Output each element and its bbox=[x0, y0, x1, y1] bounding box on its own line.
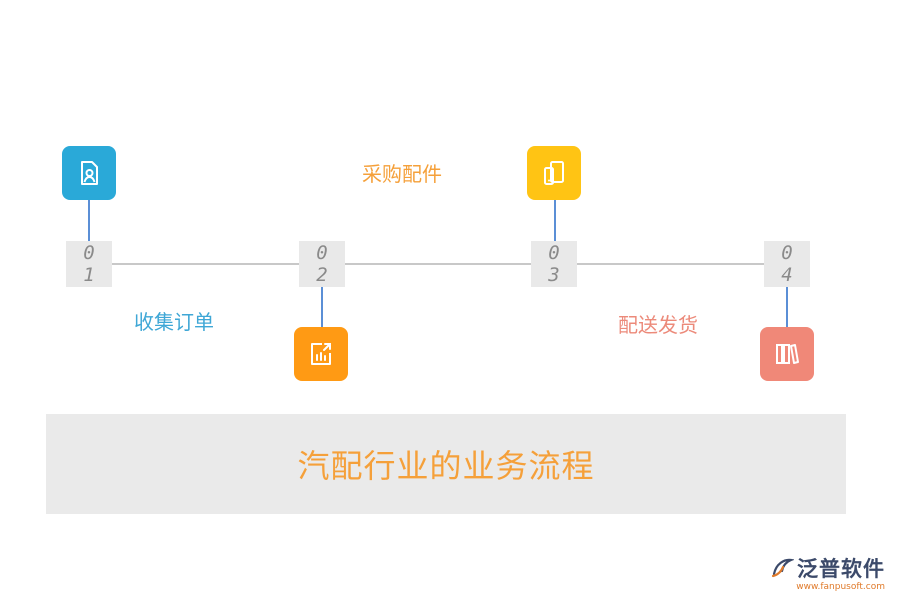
step-3-number-top: 0 bbox=[548, 242, 560, 264]
step-1-number: 0 1 bbox=[66, 241, 112, 287]
step-2-number-bottom: 2 bbox=[316, 264, 328, 286]
title-banner: 汽配行业的业务流程 bbox=[46, 414, 846, 514]
timeline-line bbox=[90, 263, 790, 265]
step-2-number-top: 0 bbox=[316, 242, 328, 264]
step-4-icon-box bbox=[760, 327, 814, 381]
logo-url[interactable]: www.fanpusoft.com bbox=[796, 582, 885, 592]
step-4-number-top: 0 bbox=[781, 242, 793, 264]
step-1-icon-box bbox=[62, 146, 116, 200]
step-4-number-bottom: 4 bbox=[781, 264, 793, 286]
step-4-label: 配送发货 bbox=[618, 313, 698, 337]
step-2-connector bbox=[321, 287, 323, 329]
logo-mark-icon bbox=[771, 558, 794, 578]
step-3-connector bbox=[554, 200, 556, 242]
step-4-connector bbox=[786, 287, 788, 329]
step-1-number-top: 0 bbox=[83, 242, 95, 264]
person-document-icon bbox=[81, 161, 98, 185]
page-title: 汽配行业的业务流程 bbox=[297, 447, 595, 485]
step-1-connector bbox=[88, 200, 90, 242]
step-3-icon-box bbox=[527, 146, 581, 200]
logo-name: 泛普软件 bbox=[797, 557, 885, 581]
step-2-label: 采购配件 bbox=[362, 162, 442, 186]
mobile-devices-icon bbox=[544, 161, 564, 185]
step-1-number-bottom: 1 bbox=[83, 264, 95, 286]
step-4-number: 0 4 bbox=[764, 241, 810, 287]
chart-export-icon bbox=[311, 343, 331, 365]
step-3-number-bottom: 3 bbox=[548, 264, 560, 286]
books-icon bbox=[776, 344, 799, 364]
step-2-number: 0 2 bbox=[299, 241, 345, 287]
brand-logo: 泛普软件 www.fanpusoft.com bbox=[770, 553, 885, 592]
step-2-icon-box bbox=[294, 327, 348, 381]
step-1-label: 收集订单 bbox=[134, 310, 214, 334]
step-3-number: 0 3 bbox=[531, 241, 577, 287]
